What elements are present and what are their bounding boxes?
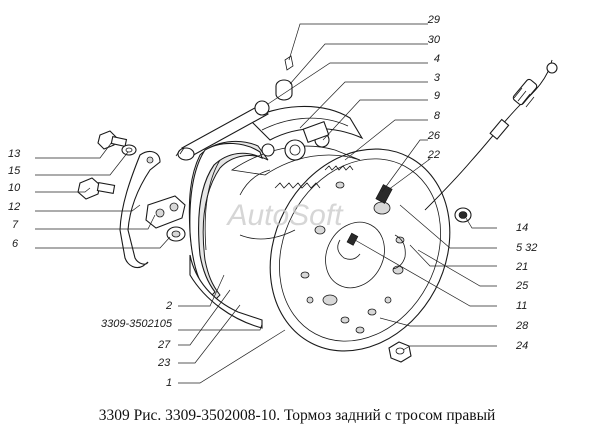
callout-10: 10 bbox=[8, 182, 21, 194]
right-hardware bbox=[388, 207, 472, 363]
callout-25: 25 bbox=[515, 280, 529, 292]
callout-13: 13 bbox=[8, 148, 21, 160]
callout-27: 27 bbox=[157, 339, 171, 351]
brake-shoe bbox=[188, 140, 361, 329]
backing-plate bbox=[269, 148, 451, 352]
callout-30: 30 bbox=[428, 34, 441, 46]
callout-28: 28 bbox=[515, 320, 529, 332]
callout-1: 1 bbox=[166, 377, 172, 389]
callout-2: 2 bbox=[165, 300, 172, 312]
callout-4: 4 bbox=[434, 53, 440, 65]
watermark: AutoSoft bbox=[225, 199, 344, 232]
callout-29: 29 bbox=[427, 14, 440, 26]
return-springs bbox=[239, 165, 354, 240]
callout-26: 26 bbox=[427, 130, 441, 142]
callout-6: 6 bbox=[12, 238, 19, 250]
callout-12: 12 bbox=[8, 201, 20, 213]
callout-9: 9 bbox=[434, 90, 440, 102]
upper-shoe bbox=[249, 105, 364, 161]
callout-5-32: 5 32 bbox=[516, 242, 537, 254]
left-hardware bbox=[77, 130, 186, 269]
callout-3: 3 bbox=[434, 72, 441, 84]
parking-brake-cable bbox=[424, 59, 558, 211]
callout-15: 15 bbox=[8, 165, 21, 177]
figure-caption: 3309 Рис. 3309-3502008-10. Тормоз задний… bbox=[98, 407, 496, 424]
callout-7: 7 bbox=[12, 219, 19, 231]
callout-24: 24 bbox=[515, 340, 528, 352]
callout-11: 11 bbox=[516, 300, 527, 312]
callout-14: 14 bbox=[516, 222, 528, 234]
callout-part-number: 3309-3502105 bbox=[101, 318, 173, 330]
leader-lines bbox=[35, 23, 497, 384]
callout-23: 23 bbox=[157, 357, 171, 369]
callout-21: 21 bbox=[515, 261, 528, 273]
callout-labels: 29 30 4 3 9 8 26 22 13 15 10 12 7 6 14 5… bbox=[8, 14, 537, 389]
callout-8: 8 bbox=[434, 110, 441, 122]
callout-22: 22 bbox=[427, 149, 440, 161]
expander-rod bbox=[175, 100, 270, 161]
